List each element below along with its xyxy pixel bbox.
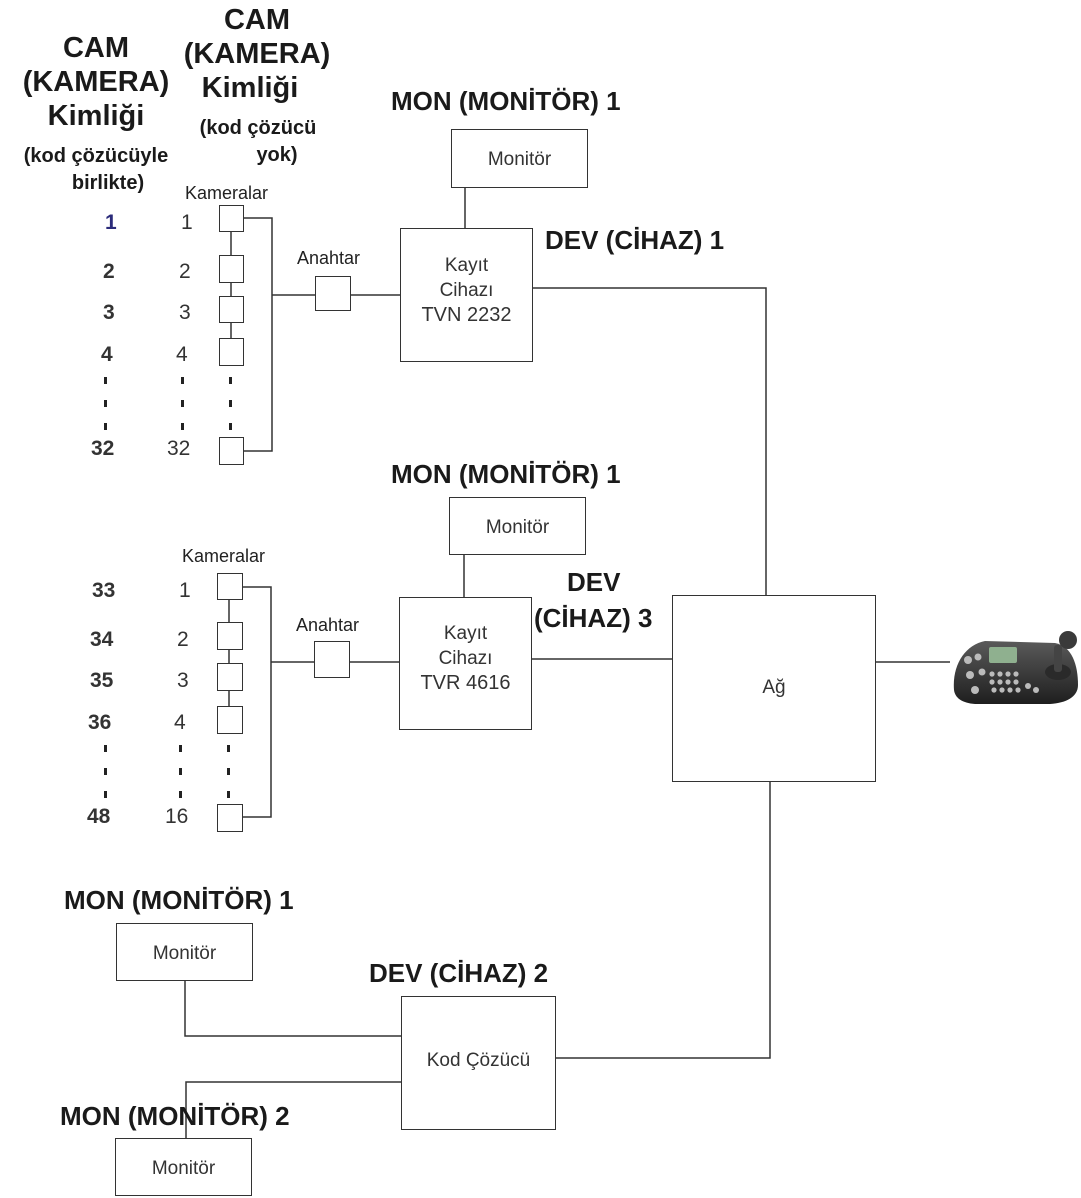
switch-label: Anahtar xyxy=(296,615,360,635)
header-line: (kod çözücü xyxy=(199,117,317,139)
header-with-decoder: CAM (KAMERA) Kimliği xyxy=(8,31,184,133)
camera-id-with-decoder: 3 xyxy=(103,301,115,324)
monitor-text: Monitör xyxy=(485,517,550,538)
camera-id-with-decoder: 1 xyxy=(105,211,117,234)
monitor-box: Monitör xyxy=(449,497,586,555)
camera-id-without-decoder: 4 xyxy=(174,711,186,734)
network-to-decoder-line xyxy=(556,782,771,1059)
monitor-text: Monitör xyxy=(152,943,217,964)
camera-node xyxy=(217,622,243,650)
monitor-box: Monitör xyxy=(115,1138,252,1196)
monitor-label: MON (MONİTÖR) 2 xyxy=(60,1101,290,1131)
camera-id-without-decoder: 32 xyxy=(167,437,191,460)
header-without-decoder-sub: (kod çözücü yok) xyxy=(180,115,336,169)
device-label: (CİHAZ) 3 xyxy=(534,603,653,633)
camera-id-without-decoder: 1 xyxy=(181,211,193,234)
camera-id-with-decoder: 36 xyxy=(88,711,112,734)
ellipsis-dots xyxy=(229,377,233,446)
header-line: (KAMERA) xyxy=(22,66,170,98)
camera-id-with-decoder: 35 xyxy=(90,669,114,692)
recorder-line: Cihazı xyxy=(439,280,494,301)
recorder-model: TVN 2232 xyxy=(421,304,512,326)
header-line: yok) xyxy=(256,144,298,166)
camera-id-without-decoder: 4 xyxy=(176,343,188,366)
cameras-label: Kameralar xyxy=(185,183,269,203)
header-line: CAM xyxy=(223,4,291,36)
cameras-label: Kameralar xyxy=(182,546,266,566)
camera-node xyxy=(219,205,244,232)
camera-id-with-decoder: 48 xyxy=(87,805,111,828)
recorder-tvn2232: Kayıt Cihazı TVN 2232 xyxy=(400,228,533,362)
ellipsis-dots xyxy=(104,377,108,446)
camera-id-without-decoder: 3 xyxy=(179,301,191,324)
recorder1-to-network-line xyxy=(533,287,767,595)
device-label: DEV xyxy=(567,567,621,597)
monitor-text: Monitör xyxy=(151,1158,216,1179)
camera-id-without-decoder: 2 xyxy=(177,628,189,651)
network-switch xyxy=(314,641,350,678)
header-line: (KAMERA) xyxy=(183,38,331,70)
network-switch xyxy=(315,276,351,311)
camera-id-with-decoder: 4 xyxy=(101,343,113,366)
decoder-to-monitor2-line xyxy=(185,1081,401,1138)
camera-node xyxy=(217,663,243,691)
camera-id-without-decoder: 3 xyxy=(177,669,189,692)
header-with-decoder-sub: (kod çözücüyle birlikte) xyxy=(4,143,188,197)
camera-node xyxy=(219,296,244,323)
monitor-box: Monitör xyxy=(451,129,588,188)
recorder-text: Kayıt Cihazı TVN 2232 xyxy=(401,253,532,328)
header-line: (kod çözücüyle xyxy=(23,145,169,167)
camera-node xyxy=(217,706,243,734)
decoder-to-monitor1-line xyxy=(184,981,401,1037)
camera-id-without-decoder: 1 xyxy=(179,579,191,602)
camera-id-without-decoder: 2 xyxy=(179,260,191,283)
camera-bus-bracket xyxy=(244,217,273,452)
recorder-model: TVR 4616 xyxy=(420,672,511,694)
monitor-label: MON (MONİTÖR) 1 xyxy=(391,459,621,489)
camera-id-with-decoder: 34 xyxy=(90,628,114,651)
camera-node xyxy=(219,437,244,465)
ellipsis-dots xyxy=(227,745,231,814)
monitor-label: MON (MONİTÖR) 1 xyxy=(391,86,621,116)
monitor-box: Monitör xyxy=(116,923,253,981)
camera-node xyxy=(217,804,243,832)
decoder-text: Kod Çözücü xyxy=(426,1050,531,1071)
recorder-text: Kayıt Cihazı TVR 4616 xyxy=(400,621,531,696)
camera-bus-bracket xyxy=(243,586,272,818)
camera-id-without-decoder: 16 xyxy=(165,805,189,828)
ellipsis-dots xyxy=(179,745,183,814)
camera-node xyxy=(219,338,244,366)
monitor-text: Monitör xyxy=(487,149,552,170)
recorder-line: Cihazı xyxy=(438,648,493,669)
camera-node xyxy=(217,573,243,600)
recorder-line: Kayıt xyxy=(444,255,489,276)
network-label: Ağ xyxy=(762,677,786,698)
header-line: CAM xyxy=(62,32,130,64)
device-label: DEV (CİHAZ) 2 xyxy=(369,958,549,988)
camera-id-with-decoder: 2 xyxy=(103,260,115,283)
header-line: Kimliği xyxy=(201,72,299,104)
camera-id-with-decoder: 32 xyxy=(91,437,115,460)
camera-id-with-decoder: 33 xyxy=(92,579,116,602)
header-line: Kimliği xyxy=(47,100,145,132)
switch-label: Anahtar xyxy=(297,248,361,268)
ellipsis-dots xyxy=(181,377,185,446)
camera-node xyxy=(219,255,244,283)
device-label: DEV (CİHAZ) 1 xyxy=(545,225,725,255)
network-box: Ağ xyxy=(672,595,876,782)
header-line: birlikte) xyxy=(71,172,145,194)
header-without-decoder: CAM (KAMERA) Kimliği xyxy=(172,3,342,105)
monitor-label: MON (MONİTÖR) 1 xyxy=(64,885,294,915)
recorder-line: Kayıt xyxy=(443,623,488,644)
ellipsis-dots xyxy=(104,745,108,814)
decoder-box: Kod Çözücü xyxy=(401,996,556,1130)
recorder-tvr4616: Kayıt Cihazı TVR 4616 xyxy=(399,597,532,730)
